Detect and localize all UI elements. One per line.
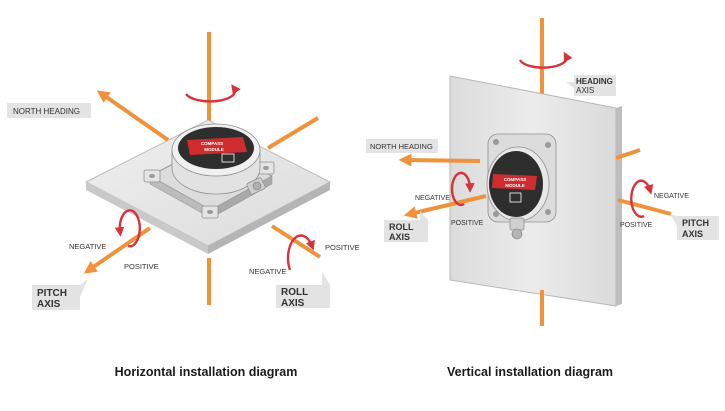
vertical-device-title-line1: COMPASS xyxy=(504,177,526,182)
vertical-device-title-line2: MODULE xyxy=(505,183,525,188)
vertical-roll-positive-label: POSITIVE xyxy=(451,220,484,227)
vertical-pitch-positive-label: POSITIVE xyxy=(620,222,653,229)
horizontal-pitch-axis-label-line2: AXIS xyxy=(37,299,61,310)
vertical-pitch-axis-label-line2: AXIS xyxy=(682,229,703,239)
horizontal-pitch-axis-tag: PITCH AXIS xyxy=(32,279,88,310)
horizontal-north-heading-label: NORTH HEADING xyxy=(13,107,80,116)
horizontal-roll-positive-label: POSITIVE xyxy=(325,243,360,252)
vertical-north-heading-label: NORTH HEADING xyxy=(370,142,433,151)
vertical-diagram: COMPASS MODULE HEADING AXIS xyxy=(366,18,719,379)
horizontal-north-heading-tag: NORTH HEADING xyxy=(7,103,91,118)
horizontal-roll-axis-tag: ROLL AXIS xyxy=(276,272,330,309)
vertical-roll-axis-label-line2: AXIS xyxy=(389,232,410,242)
horizontal-north-heading-arrow xyxy=(96,90,170,142)
vertical-heading-axis-label-line2: AXIS xyxy=(576,86,594,95)
horizontal-compass-device: COMPASS MODULE xyxy=(143,123,275,219)
vertical-roll-axis-arrow xyxy=(403,194,487,219)
vertical-plate-edge xyxy=(616,106,622,306)
horizontal-device-title-line1: COMPASS xyxy=(201,141,223,146)
horizontal-plate-edge-left xyxy=(86,182,208,254)
horizontal-diagram: COMPASS MODULE NORTH HEADING xyxy=(7,32,360,379)
horizontal-pitch-positive-label: POSITIVE xyxy=(124,262,159,271)
vertical-north-heading-arrow xyxy=(398,153,481,167)
vertical-pitch-negative-label: NEGATIVE xyxy=(654,193,689,200)
horizontal-roll-axis-front xyxy=(270,224,322,259)
vertical-heading-rotation-icon xyxy=(518,51,573,69)
horizontal-plate-edge-right xyxy=(208,182,330,254)
horizontal-caption: Horizontal installation diagram xyxy=(115,365,298,379)
vertical-pitch-axis-back xyxy=(615,148,641,160)
vertical-pitch-axis-tag: PITCH AXIS xyxy=(670,214,719,240)
horizontal-roll-axis-label-line2: AXIS xyxy=(281,298,305,309)
horizontal-device-title-line2: MODULE xyxy=(204,147,224,152)
horizontal-pitch-axis-label-line1: PITCH xyxy=(37,288,67,299)
vertical-roll-rotation-icon xyxy=(450,171,475,207)
vertical-compass-device: COMPASS MODULE xyxy=(486,133,557,240)
vertical-pitch-rotation-icon xyxy=(630,179,654,218)
vertical-caption: Vertical installation diagram xyxy=(447,365,613,379)
horizontal-roll-rotation-icon xyxy=(286,234,315,271)
horizontal-roll-negative-label: NEGATIVE xyxy=(249,267,286,276)
vertical-heading-axis-tag: HEADING AXIS xyxy=(566,75,616,96)
vertical-roll-negative-label: NEGATIVE xyxy=(415,195,450,202)
horizontal-pitch-rotation-icon xyxy=(114,209,141,248)
vertical-pitch-axis-label-line1: PITCH xyxy=(682,218,709,228)
horizontal-heading-rotation-icon xyxy=(185,84,241,103)
vertical-pitch-axis-front xyxy=(617,198,672,216)
vertical-heading-axis-label-line1: HEADING xyxy=(576,77,613,86)
horizontal-pitch-negative-label: NEGATIVE xyxy=(69,242,106,251)
vertical-north-heading-tag: NORTH HEADING xyxy=(366,139,438,153)
horizontal-roll-axis-back xyxy=(266,116,320,150)
vertical-roll-axis-label-line1: ROLL xyxy=(389,222,414,232)
horizontal-roll-axis-label-line1: ROLL xyxy=(281,287,308,298)
vertical-roll-axis-tag: ROLL AXIS xyxy=(384,211,428,242)
